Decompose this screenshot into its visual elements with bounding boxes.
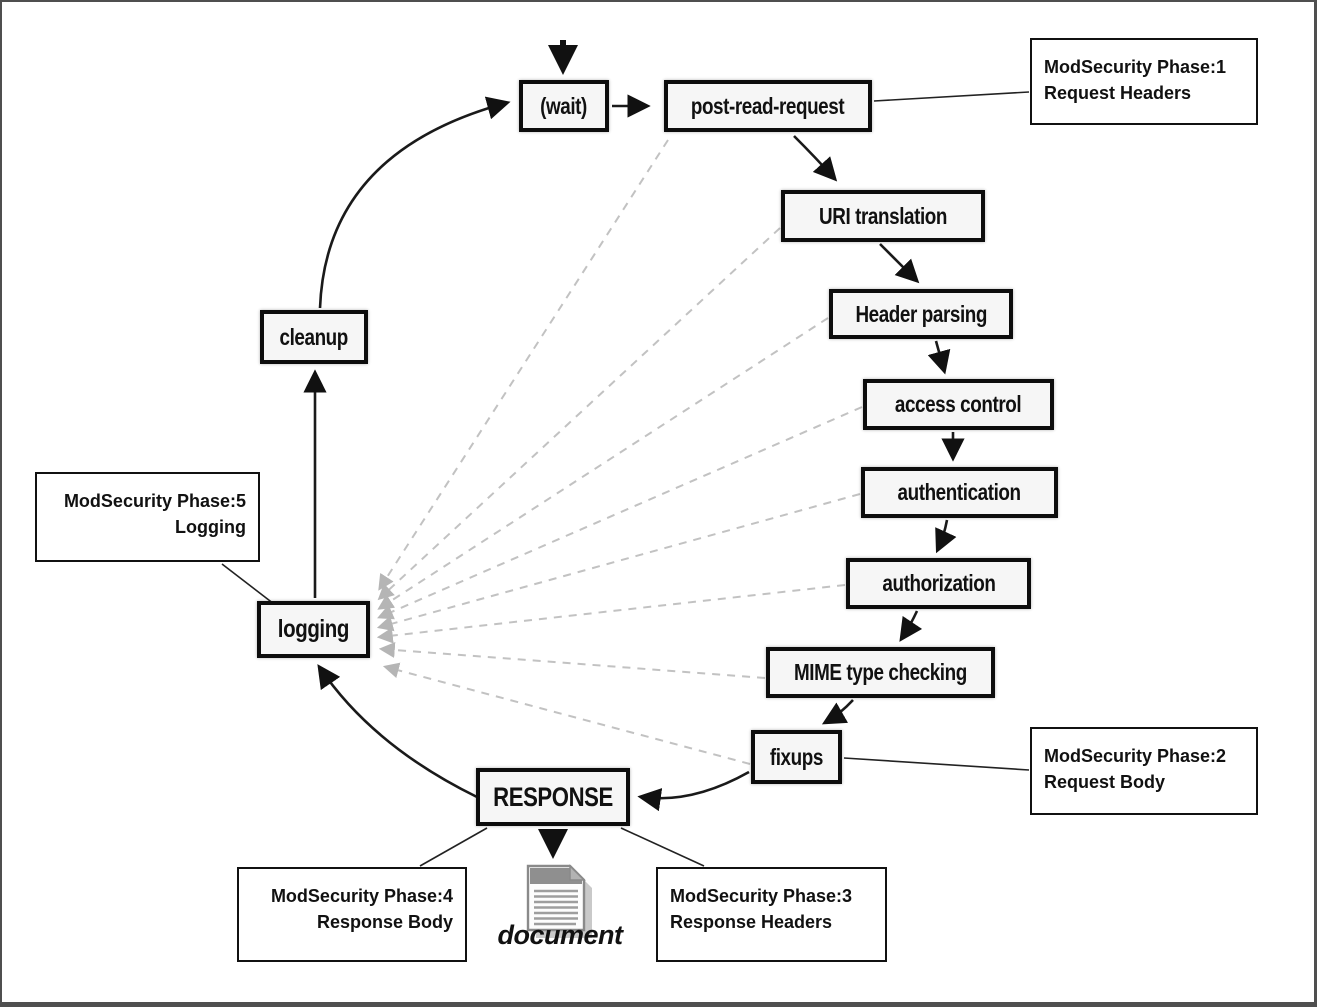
document-icon — [526, 864, 592, 938]
annotation-phase-1-line-2: Request Headers — [1044, 83, 1192, 104]
annotation-phase-1-line-1: ModSecurity Phase:1 — [1044, 57, 1227, 77]
node-response-label: RESPONSE — [493, 781, 613, 812]
node-mime-type-checking: MIME type checking — [766, 647, 995, 698]
annotation-modsecurity-phase-4: ModSecurity Phase:4 Response Body — [237, 867, 467, 962]
node-mime-type-checking-label: MIME type checking — [794, 659, 967, 685]
node-wait: (wait) — [519, 80, 609, 132]
logging-dashed-links — [376, 139, 863, 765]
annotation-modsecurity-phase-2: ModSecurity Phase:2 Request Body — [1030, 727, 1258, 815]
node-authentication: authentication — [861, 467, 1058, 518]
annotation-phase-4-line-1: ModSecurity Phase:4 — [270, 886, 453, 906]
annotation-phase-5-line-2: Logging — [175, 517, 246, 538]
node-authorization: authorization — [846, 558, 1031, 609]
node-logging: logging — [257, 601, 370, 658]
node-uri-translation-label: URI translation — [819, 202, 947, 229]
annotation-modsecurity-phase-3: ModSecurity Phase:3 Response Headers — [656, 867, 887, 962]
node-header-parsing: Header parsing — [829, 289, 1013, 339]
node-cleanup-label: cleanup — [279, 323, 349, 350]
node-uri-translation: URI translation — [781, 190, 985, 242]
annotation-phase-4-line-2: Response Body — [316, 912, 453, 933]
annotation-modsecurity-phase-5: ModSecurity Phase:5 Logging — [35, 472, 260, 562]
annotation-connectors — [221, 91, 1030, 867]
entry-and-document-arrows — [538, 40, 578, 859]
annotation-modsecurity-phase-1: ModSecurity Phase:1 Request Headers — [1030, 38, 1258, 125]
node-post-read-request: post-read-request — [664, 80, 872, 132]
node-response: RESPONSE — [476, 768, 630, 826]
node-fixups: fixups — [751, 730, 842, 784]
node-logging-label: logging — [277, 615, 350, 643]
annotation-phase-3-line-2: Response Headers — [670, 912, 833, 933]
node-authentication-label: authentication — [897, 479, 1022, 505]
node-authorization-label: authorization — [881, 570, 996, 596]
annotation-phase-2-line-2: Request Body — [1044, 772, 1166, 793]
annotation-phase-5-line-1: ModSecurity Phase:5 — [63, 491, 246, 511]
node-cleanup: cleanup — [260, 310, 368, 364]
request-cycle-arrows — [303, 94, 965, 812]
node-access-control-label: access control — [895, 391, 1022, 417]
annotation-phase-2-line-1: ModSecurity Phase:2 — [1044, 746, 1227, 766]
annotation-phase-3-line-1: ModSecurity Phase:3 — [670, 886, 853, 906]
node-post-read-request-label: post-read-request — [691, 92, 845, 119]
node-header-parsing-label: Header parsing — [855, 300, 987, 327]
node-fixups-label: fixups — [769, 743, 824, 770]
document-label: document — [497, 920, 623, 950]
node-access-control: access control — [863, 379, 1054, 430]
node-wait-label: (wait) — [540, 92, 588, 119]
